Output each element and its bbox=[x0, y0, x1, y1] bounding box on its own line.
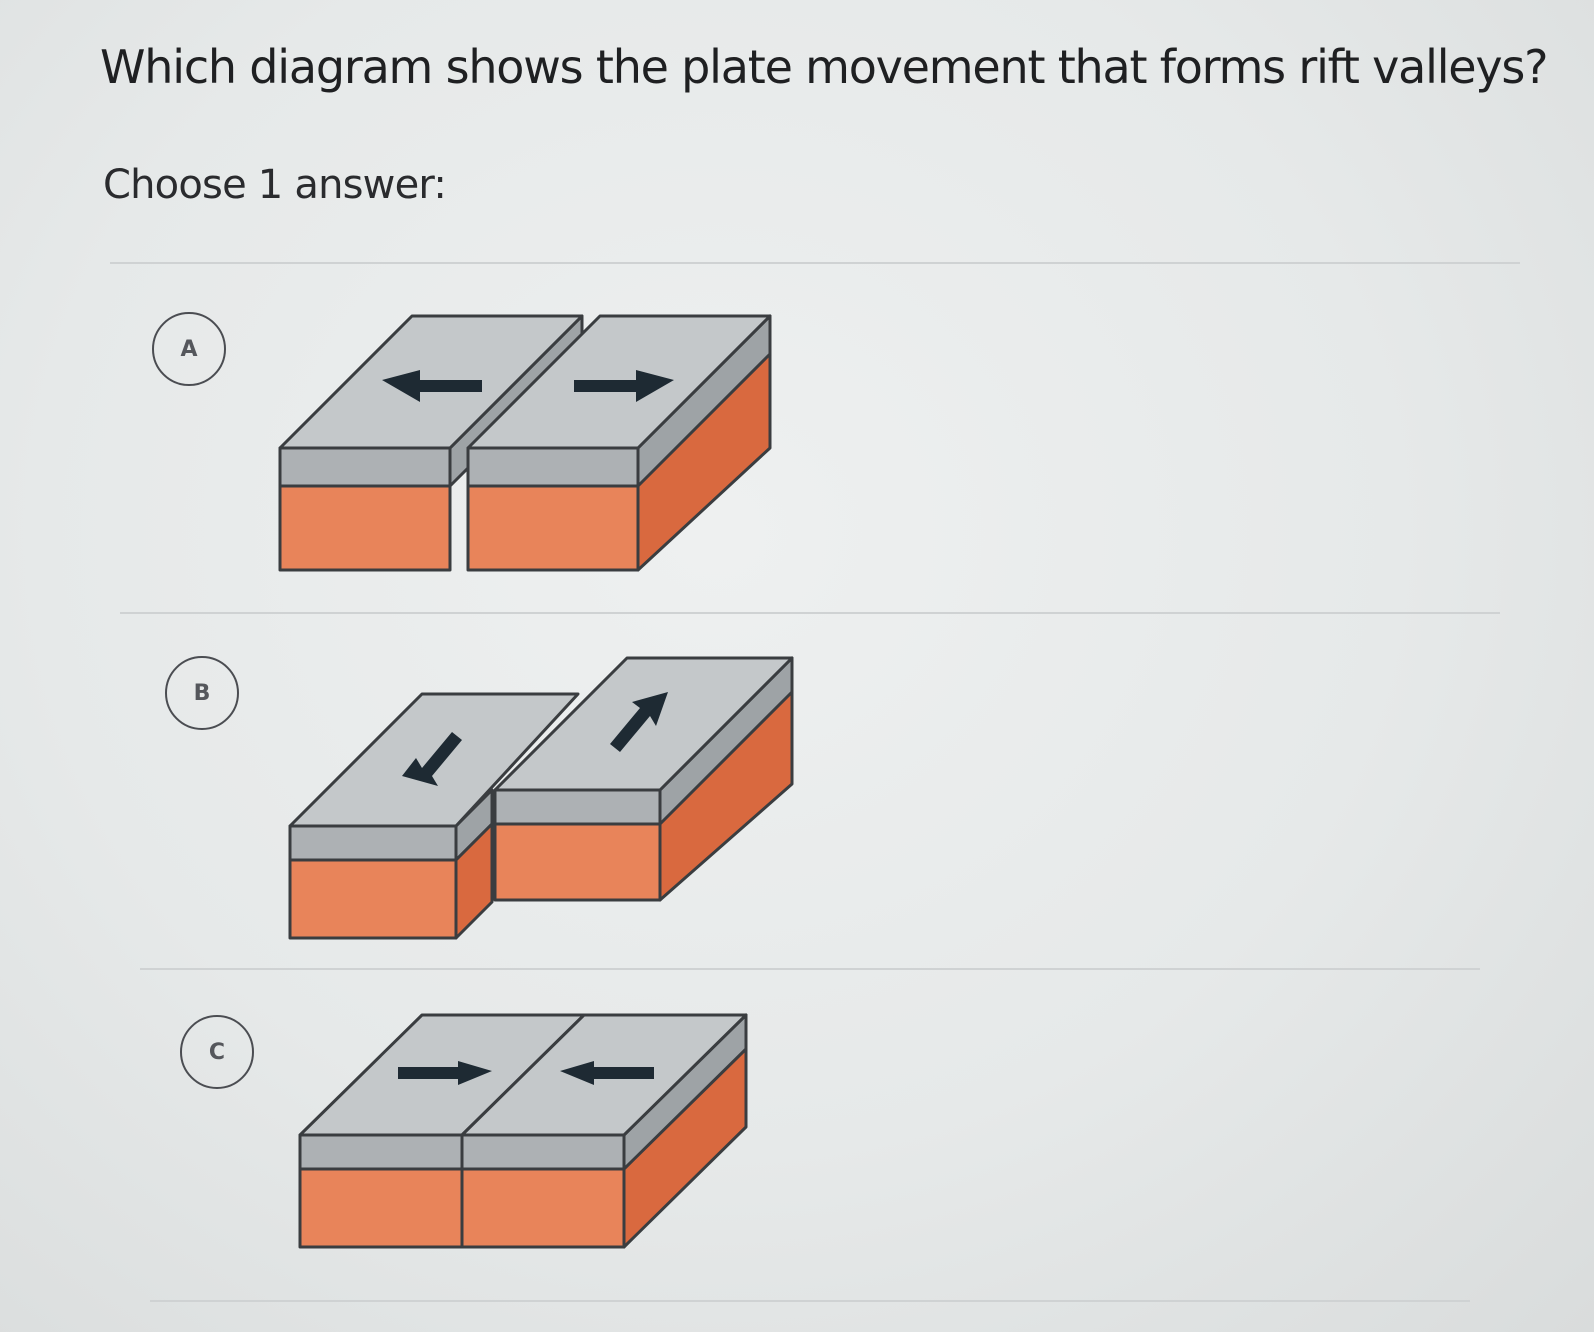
arrow-left-icon bbox=[560, 1061, 654, 1085]
arrow-left-icon bbox=[382, 370, 482, 402]
question-prompt: Which diagram shows the plate movement t… bbox=[100, 40, 1549, 94]
answer-instruction: Choose 1 answer: bbox=[103, 162, 447, 208]
divider-top bbox=[110, 262, 1520, 264]
arrow-right-icon bbox=[574, 370, 674, 402]
diverging-plates-diagram bbox=[278, 314, 772, 572]
radio-button-b[interactable]: B bbox=[165, 656, 239, 730]
divider-b-c bbox=[140, 968, 1480, 970]
divider-a-b bbox=[120, 612, 1500, 614]
divider-bottom bbox=[150, 1300, 1470, 1302]
converging-plates-diagram bbox=[298, 1013, 748, 1249]
choice-letter-b: B bbox=[193, 680, 211, 706]
arrow-down-left-icon bbox=[402, 732, 462, 786]
choice-letter-c: C bbox=[208, 1039, 226, 1065]
choice-c[interactable]: C bbox=[0, 985, 1594, 1285]
transform-plates-diagram bbox=[288, 656, 794, 940]
choice-a[interactable]: A bbox=[0, 290, 1594, 610]
choice-letter-a: A bbox=[180, 336, 198, 362]
radio-button-c[interactable]: C bbox=[180, 1015, 254, 1089]
radio-button-a[interactable]: A bbox=[152, 312, 226, 386]
arrow-up-right-icon bbox=[610, 692, 668, 752]
choice-b[interactable]: B bbox=[0, 630, 1594, 975]
arrow-right-icon bbox=[398, 1061, 492, 1085]
